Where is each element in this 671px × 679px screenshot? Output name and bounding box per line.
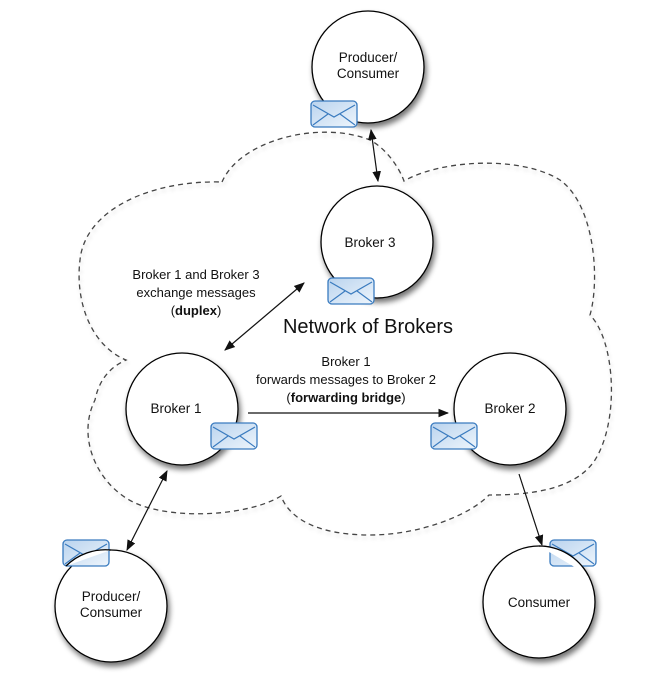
paren: ( <box>286 390 291 405</box>
note-bold-term: forwarding bridge <box>291 390 402 405</box>
node-label: Producer/ <box>339 50 398 65</box>
node-label: Broker 3 <box>344 235 395 250</box>
node-label: Producer/ <box>82 589 141 604</box>
node-broker-2[interactable]: Broker 2 <box>453 352 567 466</box>
diagram-title: Network of Brokers <box>283 316 453 338</box>
envelope-icon <box>430 422 478 450</box>
paren: ) <box>401 390 405 405</box>
note-bold-term: duplex <box>175 303 218 318</box>
envelope-icon <box>210 422 258 450</box>
paren: ) <box>217 303 221 318</box>
note-line: (duplex) <box>171 303 222 318</box>
envelope-icon <box>327 277 375 305</box>
network-cloud-outline <box>78 131 613 536</box>
node-broker-1[interactable]: Broker 1 <box>125 352 239 466</box>
node-producer-consumer-top[interactable]: Producer/ Consumer <box>311 10 425 124</box>
envelope-icon <box>310 100 358 128</box>
node-edge-overlay <box>538 545 589 576</box>
note-duplex: Broker 1 and Broker 3 exchange messages … <box>132 267 259 318</box>
edge-broker-1-producer-bottom <box>126 470 168 551</box>
note-line: Broker 1 <box>321 354 370 369</box>
note-forwarding: Broker 1 forwards messages to Broker 2 (… <box>256 354 436 405</box>
node-label: Broker 2 <box>484 401 535 416</box>
node-label: Consumer <box>80 605 143 620</box>
edge-broker-1-broker-3-duplex <box>224 282 305 351</box>
paren: ( <box>171 303 176 318</box>
node-label: Consumer <box>508 595 571 610</box>
node-broker-3[interactable]: Broker 3 <box>320 185 434 299</box>
note-line: forwards messages to Broker 2 <box>256 372 436 387</box>
node-label: Consumer <box>337 66 400 81</box>
note-line: Broker 1 and Broker 3 <box>132 267 259 282</box>
node-producer-consumer-bottom[interactable]: Producer/ Consumer <box>54 549 168 663</box>
edge-broker-2-consumer <box>518 473 544 547</box>
note-line: (forwarding bridge) <box>286 390 405 405</box>
note-line: exchange messages <box>136 285 256 300</box>
node-edge-overlay <box>65 549 112 567</box>
edge-producer-top-broker-3 <box>368 128 381 183</box>
node-label: Broker 1 <box>150 401 201 416</box>
